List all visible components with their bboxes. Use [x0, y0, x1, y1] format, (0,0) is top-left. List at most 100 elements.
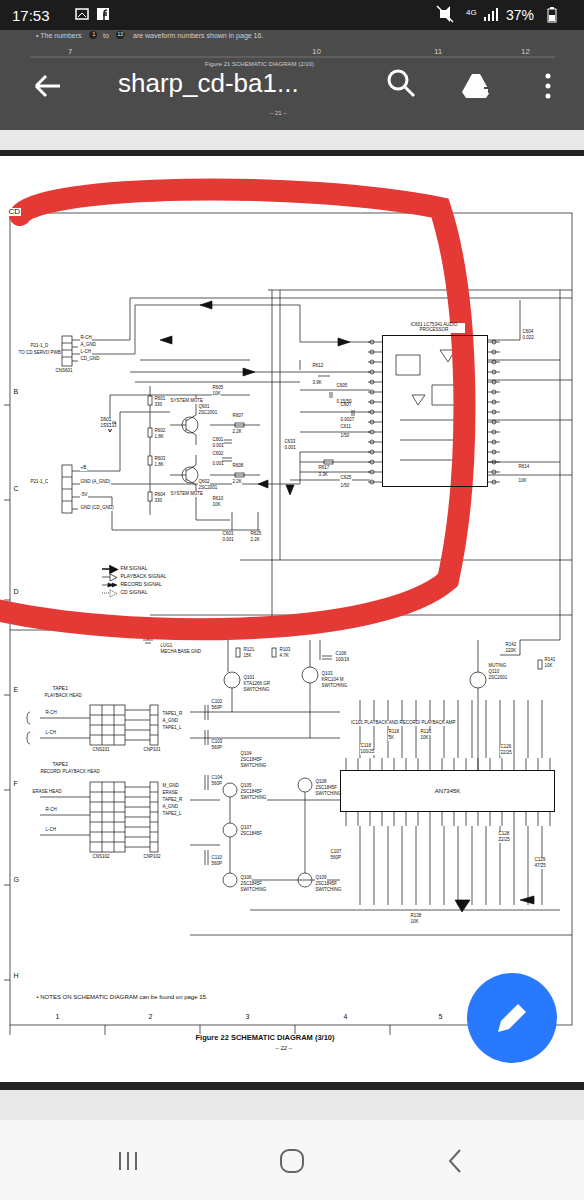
- ic-pin: [488, 452, 500, 453]
- schematic-label: 330: [154, 499, 163, 504]
- schematic-label: 560P: [211, 746, 223, 751]
- schematic-label: R602: [154, 429, 166, 434]
- ic-pin: [402, 700, 403, 758]
- schematic-label: C625: [340, 476, 352, 481]
- schematic-label: A_GND: [162, 719, 179, 724]
- ic-pin: [528, 700, 529, 758]
- ic-chip: IC101 PLAYBACK AND RECORD/ PLAYBACK AMPA…: [340, 770, 555, 812]
- schematic-label: 2SC2001: [198, 486, 218, 491]
- schematic-label: E: [13, 686, 19, 693]
- schematic-label: D: [13, 588, 19, 595]
- schematic-label: 2SC1845F: [240, 832, 263, 837]
- schematic-label: 1SS133: [100, 424, 117, 429]
- ic-pin: [488, 342, 500, 343]
- schematic-label: 2.2K: [232, 430, 242, 435]
- ic-pin: [442, 758, 443, 770]
- ic-pin: [374, 826, 375, 905]
- ic-pin: [488, 412, 500, 413]
- pin-pad: [370, 470, 374, 474]
- ic-pin: [514, 826, 515, 905]
- header-text: 12: [521, 48, 530, 56]
- schematic-label: R121: [243, 648, 255, 653]
- ic-pin: [488, 422, 500, 423]
- ic-pin: [486, 826, 487, 905]
- schematic-label: ERASE HEAD: [32, 790, 62, 795]
- schematic-label: 0.001: [212, 462, 224, 467]
- schematic-label: 0.0027: [340, 418, 355, 423]
- schematic-label: SWITCHING: [315, 888, 342, 893]
- ic-pin: [514, 758, 515, 770]
- pin-pad: [370, 350, 374, 354]
- schematic-label: Q110: [488, 670, 500, 675]
- schematic-label: 10K: [420, 736, 429, 741]
- pin-pad: [370, 400, 374, 404]
- schematic-label: D601: [100, 418, 112, 423]
- ic-pin: [502, 758, 503, 770]
- schematic-label: 4.7K: [279, 654, 289, 659]
- ic-pin: [370, 758, 371, 770]
- ic-pin: [542, 700, 543, 758]
- schematic-label: 560P: [211, 782, 223, 787]
- schematic-label: G: [13, 876, 19, 883]
- pin-pad: [370, 450, 374, 454]
- pin-pad: [492, 420, 496, 424]
- schematic-label: 0.022: [522, 336, 534, 341]
- schematic-label: 2SC2001: [488, 676, 508, 681]
- ic-pin: [406, 758, 407, 770]
- schematic-label: 1/50: [340, 434, 350, 439]
- schematic-label: R608: [232, 464, 244, 469]
- ic-pin: [472, 826, 473, 905]
- schematic-label: CNP101: [143, 748, 161, 753]
- ic-pin: [416, 700, 417, 758]
- schematic-label: R103: [279, 648, 291, 653]
- schematic-label: R610: [212, 497, 224, 502]
- ic-pin: [488, 482, 500, 483]
- ic-pin: [416, 826, 417, 905]
- ic-pin: [454, 758, 455, 770]
- schematic-label: 22/25: [498, 838, 510, 843]
- schematic-label: C604: [522, 330, 534, 335]
- pin-pad: [370, 370, 374, 374]
- callout-number: 1: [91, 32, 97, 37]
- schematic-label: SWITCHING: [315, 792, 342, 797]
- ic-pin: [488, 472, 500, 473]
- pin-pad: [370, 480, 374, 484]
- schematic-label: 47/25: [534, 864, 546, 869]
- schematic-label: R142: [505, 643, 517, 648]
- ic-pin: [418, 758, 419, 770]
- schematic-label: SWITCHING: [321, 684, 348, 689]
- ic-pin: [488, 402, 500, 403]
- schematic-label: M_GND: [162, 784, 179, 789]
- schematic-label: R-CH: [80, 336, 92, 341]
- schematic-label: Q104: [240, 752, 252, 757]
- schematic-label: TAPE1_L: [162, 726, 182, 731]
- schematic-label: SWITCHING: [240, 796, 267, 801]
- schematic-label: TAPE1: [52, 686, 68, 691]
- ic-pin: [514, 700, 515, 758]
- schematic-label: LUG1: [160, 644, 173, 649]
- header-text: – 21 –: [270, 110, 287, 116]
- schematic-label: KRC104 M: [321, 678, 344, 683]
- schematic-label: C128: [498, 832, 510, 837]
- ic-pin: [370, 812, 371, 826]
- schematic-label: 2SC1845F: [240, 758, 263, 763]
- ic-pin: [444, 826, 445, 905]
- schematic-label: C129: [534, 858, 546, 863]
- schematic-label: C633: [284, 440, 296, 445]
- ic-pin: [528, 826, 529, 905]
- schematic-label: 1.8K: [154, 463, 164, 468]
- ic-pin: [538, 758, 539, 770]
- schematic-label: 220K: [505, 649, 517, 654]
- header-text: 4G: [466, 9, 477, 17]
- schematic-label: R625: [250, 532, 262, 537]
- ic-part-number: AN7345K: [341, 788, 554, 794]
- schematic-label: B: [13, 388, 19, 395]
- schematic-label: 2.2K: [250, 538, 260, 543]
- schematic-label: SWITCHING: [240, 764, 267, 769]
- ic-pin: [346, 812, 347, 826]
- ic-chip: IC601 LC75341 AUDIO PROCESSOR: [382, 335, 488, 487]
- schematic-label: C602: [212, 452, 224, 457]
- pin-pad: [370, 410, 374, 414]
- ic-pin: [550, 812, 551, 826]
- ic-pin: [394, 812, 395, 826]
